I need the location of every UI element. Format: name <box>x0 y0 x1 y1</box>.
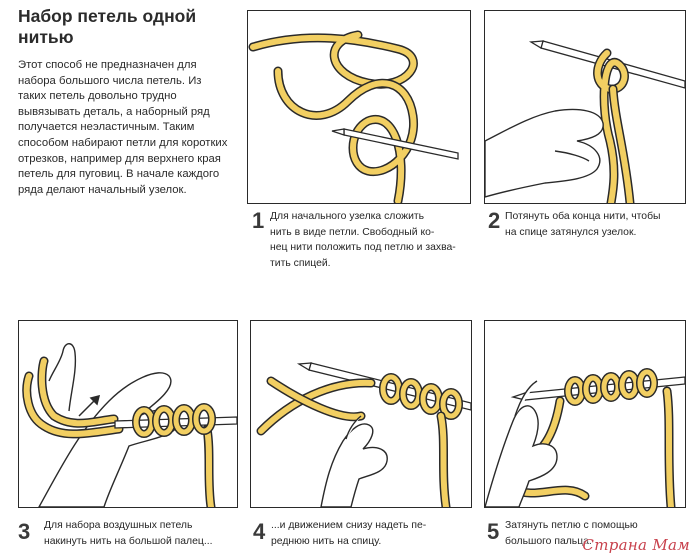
article-title: Набор петель одной нитью <box>18 6 197 47</box>
step-2-illustration <box>484 10 686 204</box>
step-number: 2 <box>488 208 501 233</box>
caption-line: Затянуть петлю с помощью <box>505 520 638 531</box>
knitting-needle-icon <box>331 128 459 160</box>
step-3-illustration <box>18 320 238 508</box>
yarn-icon <box>22 356 216 507</box>
caption-line: ...и движением снизу надеть пе- <box>271 520 427 531</box>
step-number: 1 <box>252 208 265 233</box>
step-5-caption: Затянуть петлю с помощью большого пальца… <box>505 518 695 549</box>
watermark: Страна Мам <box>582 536 690 554</box>
caption-line: Потянуть оба конца нити, чтобы <box>505 211 661 222</box>
yarn-icon <box>256 373 463 507</box>
hand-icon <box>485 380 558 507</box>
hand-icon <box>320 415 388 507</box>
step-number: 3 <box>18 519 31 544</box>
caption-line: нец нити положить под петлю и захва- <box>270 242 456 253</box>
step-3-caption: Для набора воздушных петель накинуть нит… <box>44 518 244 549</box>
step-4-illustration <box>250 320 472 508</box>
caption-line: большого пальца. <box>505 535 592 547</box>
step-1-illustration <box>247 10 471 204</box>
caption-line: нить в виде петли. Свободный ко- <box>270 226 435 238</box>
yarn-icon <box>593 48 635 203</box>
caption-line: накинуть нить на большой палец... <box>44 535 213 547</box>
step-2-caption: Потянуть оба конца нити, чтобы на спице … <box>505 209 695 240</box>
step-4-caption: ...и движением снизу надеть пе- реднюю н… <box>271 518 476 549</box>
step-5-illustration <box>484 320 686 508</box>
caption-line: на спице затянулся узелок. <box>505 226 637 238</box>
caption-line: реднюю нить на спицу. <box>271 535 382 547</box>
step-number: 4 <box>253 519 266 544</box>
yarn-icon <box>132 403 216 438</box>
intro-text: Этот способ не предназначен для набора б… <box>18 59 228 196</box>
step-1-caption: Для начального узелка сложить нить в вид… <box>270 209 480 271</box>
step-number: 5 <box>487 519 500 544</box>
hand-icon <box>485 108 604 198</box>
yarn-icon <box>248 30 418 203</box>
caption-line: Для набора воздушных петель <box>44 520 193 531</box>
caption-line: Для начального узелка сложить <box>270 211 425 222</box>
arrow-icon <box>78 394 101 417</box>
caption-line: тить спицей. <box>270 257 331 269</box>
